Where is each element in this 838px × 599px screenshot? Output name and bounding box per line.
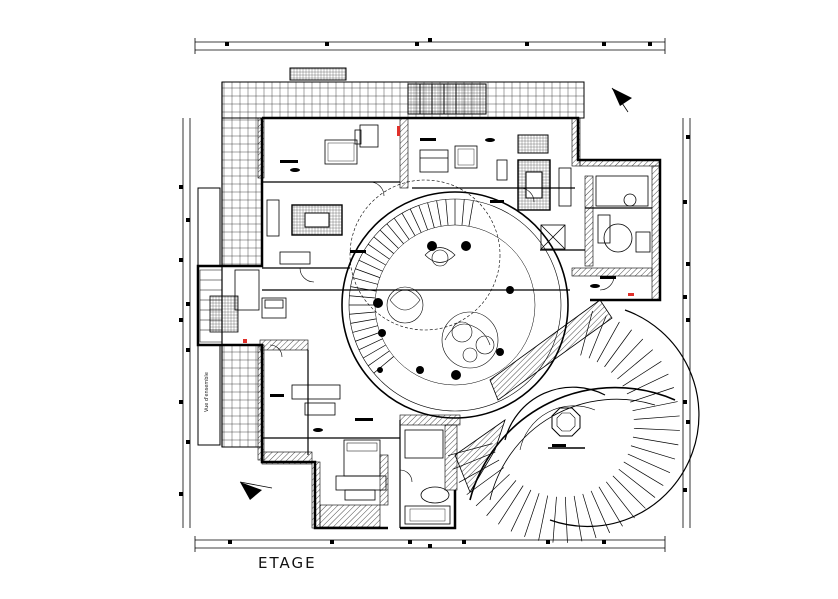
stair-tread: [617, 349, 654, 380]
stair-tread: [598, 486, 623, 527]
stair-tread: [349, 295, 376, 299]
stair-tread: [552, 496, 557, 543]
stair-tread: [447, 443, 493, 456]
stair-tread: [409, 208, 422, 233]
stair-tread: [604, 329, 632, 368]
stair-tread: [379, 229, 399, 249]
stair-tread: [605, 481, 635, 519]
stair-tread: [564, 496, 568, 543]
stair-tread: [573, 495, 583, 542]
stair-tread: [627, 453, 671, 473]
door-swings: [269, 181, 615, 483]
spiral-staircase: [349, 199, 474, 374]
stair-tread: [349, 311, 376, 315]
north-arrow-icon: [239, 87, 632, 500]
stair-tread: [632, 436, 679, 446]
stair-tread: [486, 480, 517, 517]
stair-tread: [363, 251, 386, 266]
stair-tread: [445, 199, 449, 226]
stair-tread: [458, 459, 500, 483]
stair-tread: [352, 325, 378, 333]
dimension-line-bottom: [194, 536, 666, 552]
stair-tread: [350, 318, 377, 324]
stair-tread: [630, 445, 676, 460]
stair-tread: [373, 356, 394, 374]
accent-marks: [243, 126, 634, 343]
annotations: [270, 138, 616, 447]
stair-tread: [633, 415, 680, 420]
stair-tread: [611, 338, 644, 373]
stair-tread: [538, 495, 549, 541]
dimension-line-top: [194, 38, 666, 54]
stair-tread: [363, 344, 386, 359]
stair-tread: [367, 350, 390, 367]
stair-tread: [358, 338, 383, 351]
stair-tread: [623, 461, 664, 486]
stair-tread: [498, 485, 524, 525]
curved-staircase: [447, 310, 680, 543]
stair-well-left: [199, 269, 223, 343]
stair-tread: [373, 236, 394, 254]
stair-tread: [358, 259, 383, 272]
stair-tread: [612, 475, 646, 509]
terrace-top: [197, 67, 585, 448]
stair-tread: [632, 401, 678, 412]
floor-ornament: [386, 247, 499, 369]
stair-tread: [622, 361, 662, 387]
stair-tread: [510, 489, 532, 532]
stair-tread: [355, 332, 380, 342]
drawing-caption: ETAGE: [258, 554, 317, 572]
stair-tread: [427, 202, 435, 228]
stair-tread: [626, 373, 669, 395]
side-note-label: Vue d'ensemble: [204, 372, 210, 412]
stair-tread: [461, 199, 465, 226]
stair-tread: [580, 310, 593, 356]
stair-tread: [466, 467, 505, 495]
stair-tread: [401, 213, 416, 236]
hatched-corridor: [489, 299, 613, 401]
stair-tread: [475, 474, 510, 507]
dimension-line-left: [179, 118, 191, 528]
stair-tread: [468, 200, 474, 227]
hatched-walls: [257, 117, 661, 529]
stair-tread: [355, 268, 380, 278]
stair-tread: [352, 277, 378, 285]
stair-tread: [436, 200, 442, 227]
interior-walls: [262, 181, 652, 528]
stair-tread: [633, 427, 680, 431]
stair-tread: [524, 493, 540, 537]
hatched-wing: [454, 418, 506, 493]
furniture: [209, 124, 651, 525]
stair-tread: [386, 223, 404, 244]
stair-tread: [596, 321, 620, 363]
stair-tread: [393, 217, 410, 240]
stair-tread: [367, 243, 390, 260]
stair-tread: [630, 387, 674, 403]
stair-tread: [418, 205, 428, 230]
octagon-fountain-icon: [548, 407, 585, 449]
columns: [373, 241, 514, 380]
stair-tread: [582, 493, 597, 539]
stair-tread: [590, 490, 610, 534]
stair-tread: [588, 315, 607, 359]
stair-tread: [452, 451, 496, 470]
stair-tread: [618, 468, 656, 498]
